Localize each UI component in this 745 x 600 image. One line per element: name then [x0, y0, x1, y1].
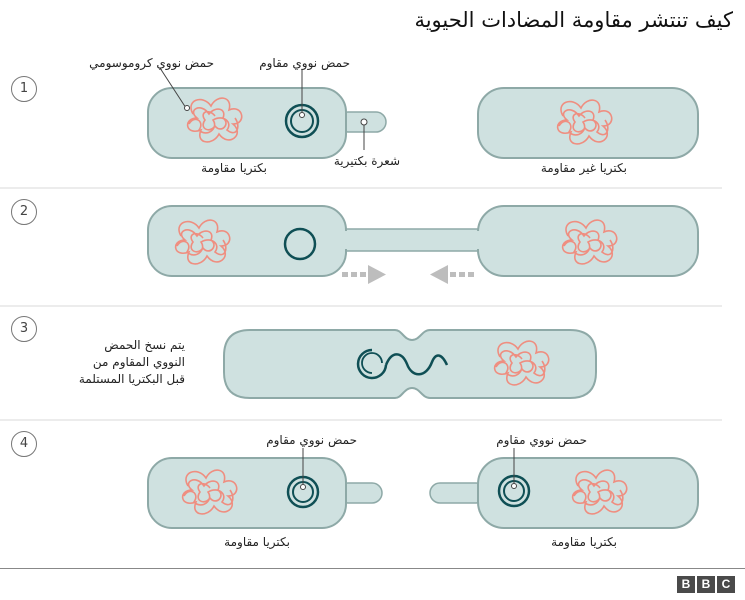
plasmid-icon: [283, 227, 317, 261]
label-resistant-dna: حمض نووي مقاوم: [259, 56, 350, 70]
step-number-2: 2: [11, 199, 37, 225]
label-non-resistant-bacteria: بكتريا غير مقاومة: [540, 161, 627, 175]
logo-letter-c: C: [717, 576, 735, 593]
copy-note-line-2: النووي المقاوم من: [92, 355, 185, 369]
resistant-bacterium: [147, 205, 347, 277]
resistant-bacterium: [477, 457, 699, 529]
label-step4-bacteria-right: بكتريا مقاومة: [551, 535, 617, 549]
logo-letter-b2: B: [697, 576, 715, 593]
resistant-bacterium: [147, 87, 347, 159]
label-pilus: شعرة بكتيرية: [333, 154, 400, 168]
label-copy-note: يتم نسخ الحمض النووي المقاوم من قبل البك…: [79, 337, 185, 388]
label-step4-dna-left: حمض نووي مقاوم: [266, 433, 357, 447]
leader-chromosome: [159, 67, 187, 109]
label-chromosomal-dna: حمض نووي كروموسومي: [89, 56, 214, 70]
non-resistant-bacterium: [477, 205, 699, 277]
footer-divider: [0, 568, 745, 569]
leader-dot: [511, 483, 517, 489]
resistant-bacterium: [147, 457, 347, 529]
step-number-1: 1: [11, 76, 37, 102]
bridge-joint-cover: [336, 231, 352, 249]
arrow-right-icon: [342, 265, 386, 284]
arrow-left-icon: [430, 265, 474, 284]
label-resistant-bacteria: بكتريا مقاومة: [201, 161, 267, 175]
label-step4-bacteria-left: بكتريا مقاومة: [224, 535, 290, 549]
plasmid-copy-strand: [356, 348, 449, 380]
leader-dot: [299, 112, 305, 118]
leader-dot: [184, 105, 190, 111]
copy-note-line-1: يتم نسخ الحمض: [104, 338, 185, 352]
bridge-joint-cover: [474, 231, 490, 249]
page-title: كيف تنتشر مقاومة المضادات الحيوية: [414, 8, 733, 32]
step-number-3: 3: [11, 316, 37, 342]
pilus-bridge: [339, 228, 489, 252]
leader-dot: [300, 484, 306, 490]
dividing-bacterium: [223, 329, 597, 399]
step-number-4: 4: [11, 431, 37, 457]
label-step4-dna-right: حمض نووي مقاوم: [496, 433, 587, 447]
non-resistant-bacterium: [477, 87, 699, 159]
leader-dot: [360, 118, 368, 126]
copy-note-line-3: قبل البكتريا المستلمة: [78, 372, 185, 386]
plasmid-copy-inner: [361, 352, 383, 374]
bbc-logo: B B C: [677, 576, 735, 593]
logo-letter-b1: B: [677, 576, 695, 593]
